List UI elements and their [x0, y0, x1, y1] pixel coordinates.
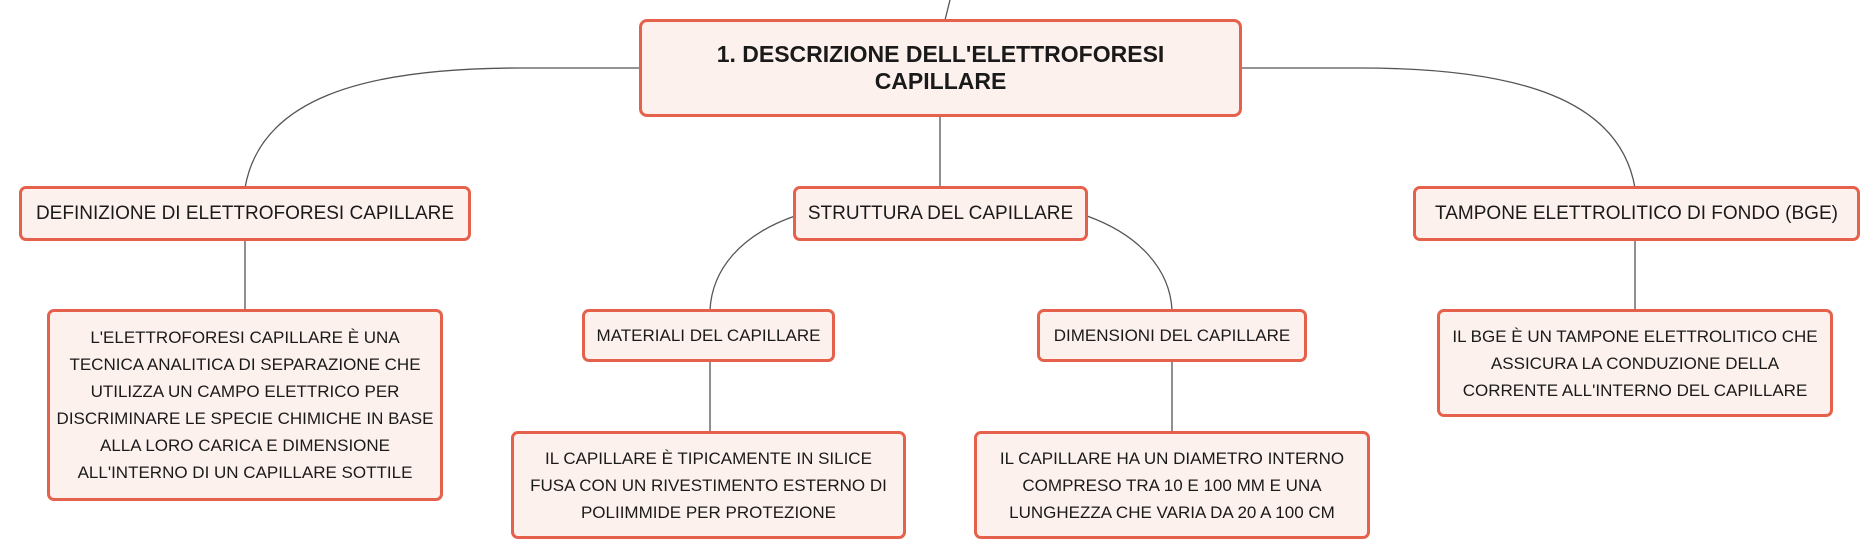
connector-struttura-materiali	[709, 215, 796, 311]
detail-materiali-text: IL CAPILLARE È TIPICAMENTE IN SILICE FUS…	[530, 448, 887, 522]
subtopic-dimensioni-label: DIMENSIONI DEL CAPILLARE	[1053, 325, 1291, 345]
detail-tampone-text: IL BGE È UN TAMPONE ELETTROLITICO CHE AS…	[1452, 326, 1818, 400]
subtopic-materiali[interactable]: MATERIALI DEL CAPILLARE	[582, 309, 835, 362]
connector-root-definizione	[244, 67, 640, 189]
root-topic-label: 1. DESCRIZIONE DELL'ELETTROFORESI CAPILL…	[716, 41, 1165, 94]
detail-materiali[interactable]: IL CAPILLARE È TIPICAMENTE IN SILICE FUS…	[511, 431, 906, 539]
topic-struttura-label: STRUTTURA DEL CAPILLARE	[807, 202, 1074, 224]
detail-definizione[interactable]: L'ELETTROFORESI CAPILLARE È UNA TECNICA …	[47, 309, 443, 501]
topic-struttura[interactable]: STRUTTURA DEL CAPILLARE	[793, 186, 1088, 241]
subtopic-materiali-label: MATERIALI DEL CAPILLARE	[596, 325, 821, 345]
detail-tampone[interactable]: IL BGE È UN TAMPONE ELETTROLITICO CHE AS…	[1437, 309, 1833, 417]
connector-struttura-dimensioni	[1086, 215, 1173, 311]
topic-tampone-label: TAMPONE ELETTROLITICO DI FONDO (BGE)	[1435, 202, 1838, 224]
detail-dimensioni[interactable]: IL CAPILLARE HA UN DIAMETRO INTERNO COMP…	[974, 431, 1370, 539]
detail-definizione-text: L'ELETTROFORESI CAPILLARE È UNA TECNICA …	[56, 328, 434, 482]
topic-tampone[interactable]: TAMPONE ELETTROLITICO DI FONDO (BGE)	[1413, 186, 1860, 241]
connector-root-tampone	[1240, 67, 1636, 189]
topic-definizione[interactable]: DEFINIZIONE DI ELETTROFORESI CAPILLARE	[19, 186, 471, 241]
detail-dimensioni-text: IL CAPILLARE HA UN DIAMETRO INTERNO COMP…	[999, 448, 1345, 522]
subtopic-dimensioni[interactable]: DIMENSIONI DEL CAPILLARE	[1037, 309, 1307, 362]
root-topic[interactable]: 1. DESCRIZIONE DELL'ELETTROFORESI CAPILL…	[639, 19, 1242, 117]
topic-definizione-label: DEFINIZIONE DI ELETTROFORESI CAPILLARE	[35, 202, 455, 224]
connector-incoming	[944, 0, 951, 21]
